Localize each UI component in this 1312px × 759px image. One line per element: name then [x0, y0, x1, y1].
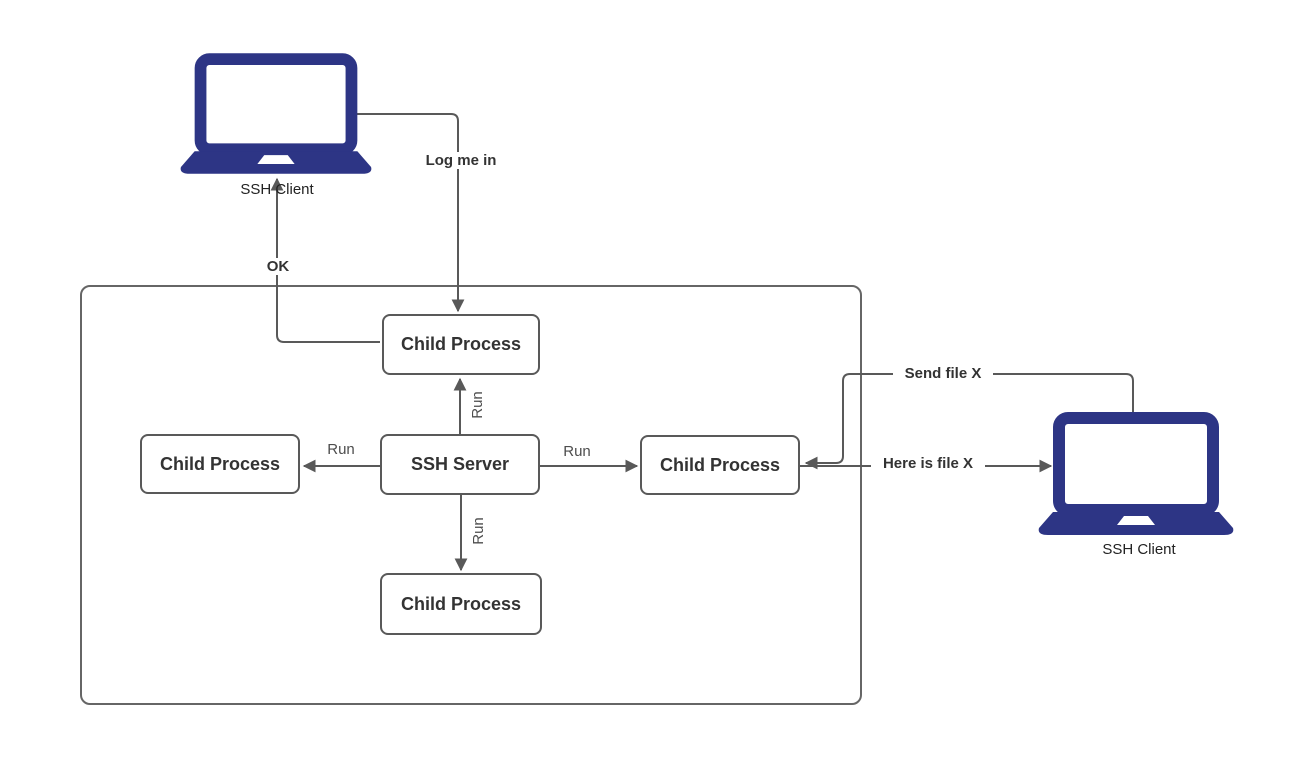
laptop-icon[interactable] [178, 53, 374, 177]
node-label: SSH Server [410, 454, 510, 474]
edge-label-log-me-in: Log me in [416, 152, 506, 169]
edge-label-run-right: Run [557, 443, 597, 461]
node-label: Child Process [400, 334, 522, 354]
node-ssh-server[interactable]: SSH Server [380, 434, 540, 495]
node-label: Child Process [159, 453, 281, 474]
node-label: Child Process [400, 593, 522, 614]
edge-label-ok: OK [262, 258, 294, 275]
edge-label-send-file: Send file X [893, 365, 993, 382]
node-child-process-top[interactable]: Child Process [382, 314, 540, 375]
edge-send-file [804, 373, 1134, 470]
edge-log-me-in [357, 113, 465, 313]
laptop-icon[interactable] [1036, 412, 1236, 538]
edge-label-run-left: Run [321, 441, 361, 459]
edge-label-here-is-file: Here is file X [871, 455, 985, 472]
client-caption-right: SSH Client [1102, 541, 1176, 558]
node-child-process-right[interactable]: Child Process [640, 435, 800, 495]
node-child-process-bottom[interactable]: Child Process [380, 573, 542, 635]
node-label: Child Process [659, 454, 781, 475]
node-child-process-left[interactable]: Child Process [140, 434, 300, 494]
server-host-boundary[interactable] [80, 285, 862, 705]
edge-ok [270, 177, 380, 343]
edge-label-run-bottom: Run [470, 511, 488, 551]
edge-label-run-top: Run [469, 385, 487, 425]
client-caption-left: SSH Client [240, 181, 314, 198]
